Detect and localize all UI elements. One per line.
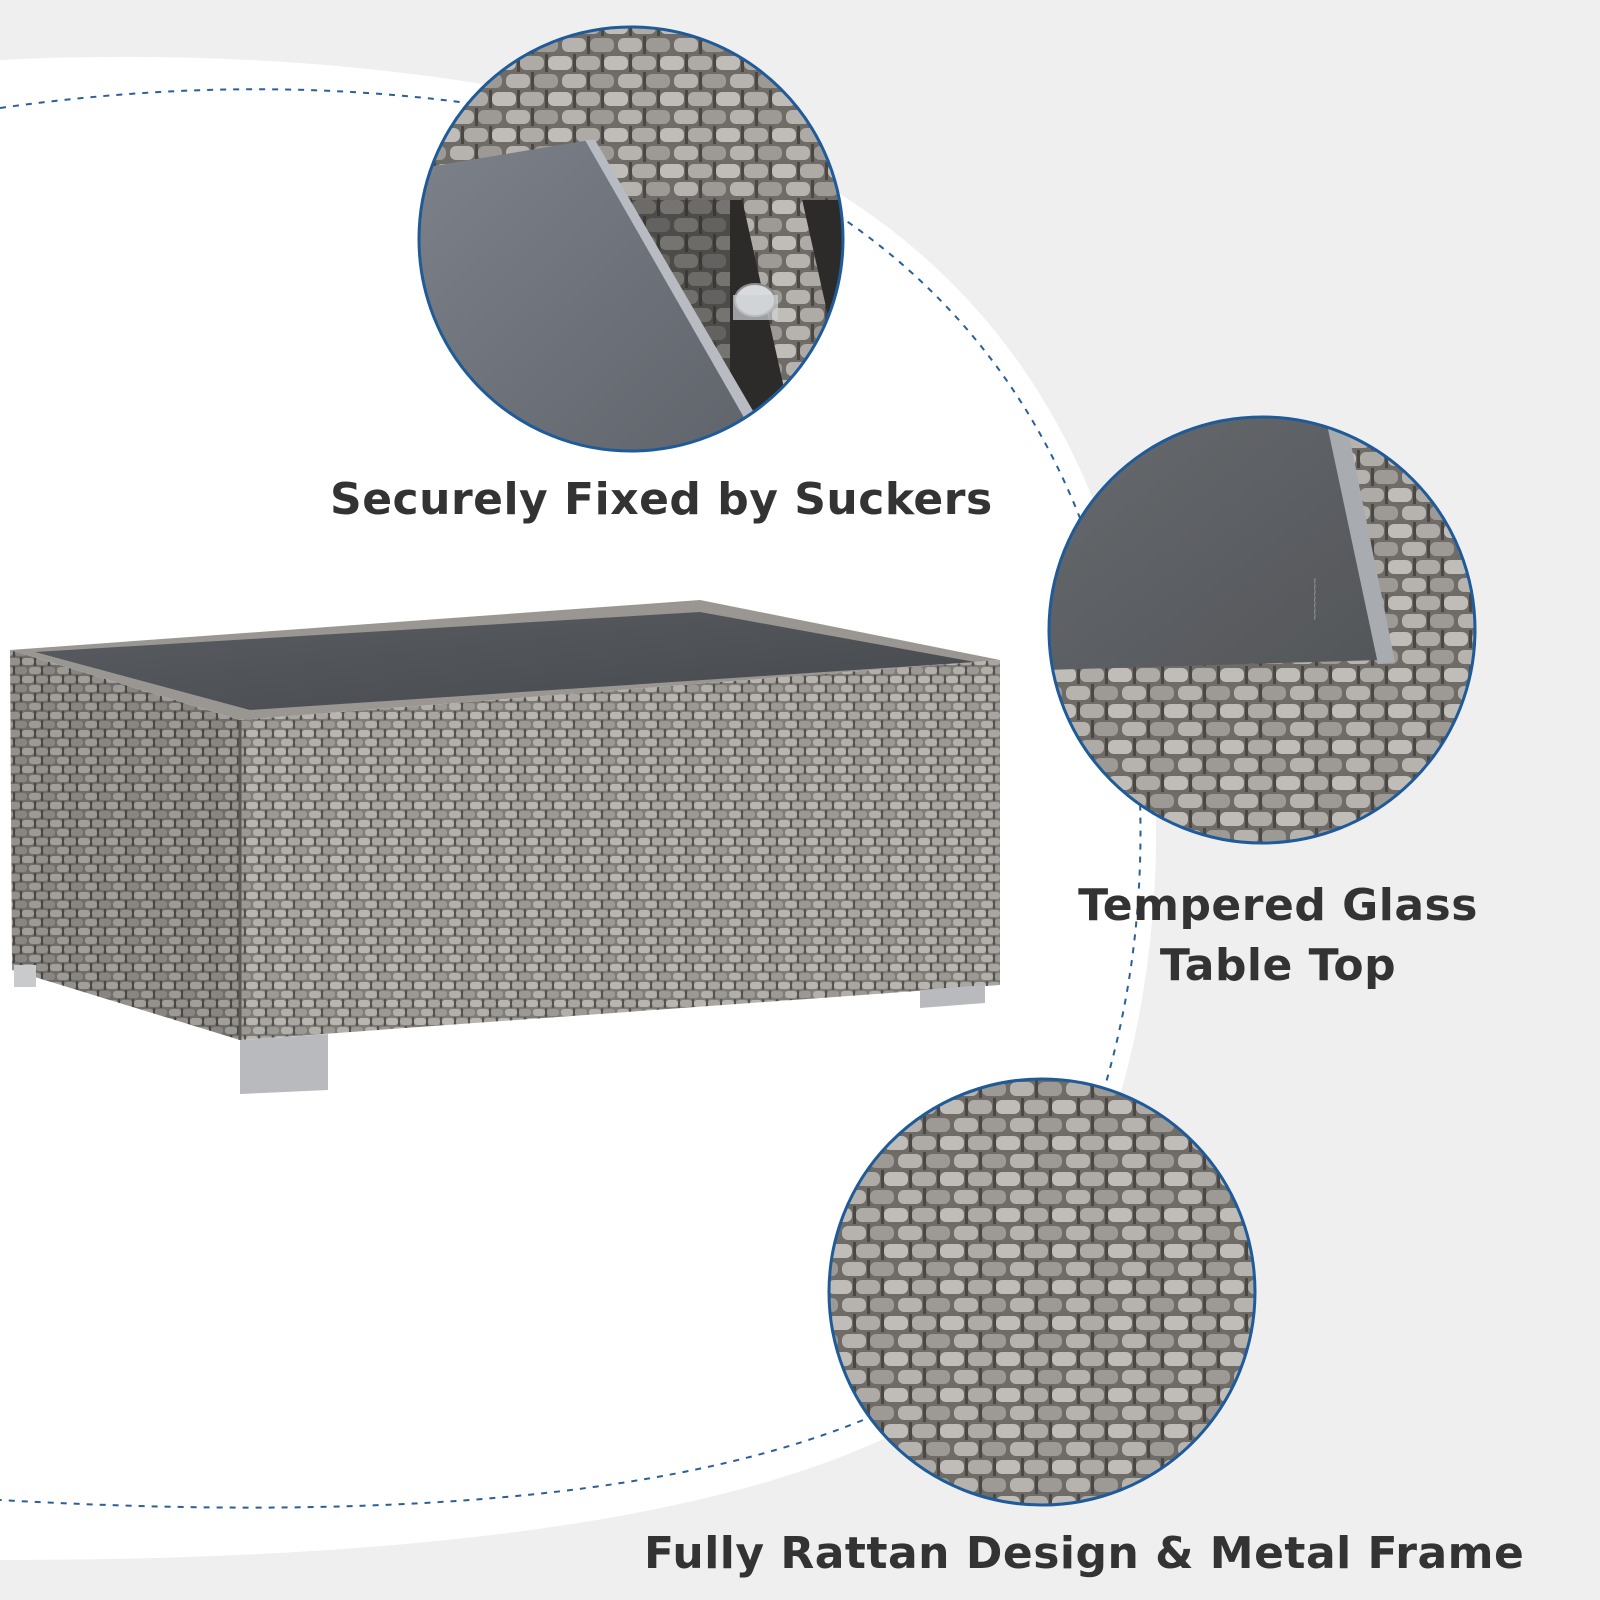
feature-caption-suckers: Securely Fixed by Suckers — [330, 474, 993, 525]
table-foot — [14, 965, 36, 987]
glass-corner-closeup-icon: ~~~~~~~ — [1047, 415, 1477, 845]
table-foot — [920, 985, 985, 1008]
table-foot — [240, 1034, 328, 1094]
feature-caption-glass-line2: Table Top — [1159, 940, 1397, 991]
wicker-coffee-table-icon — [10, 600, 1000, 1094]
feature-caption-glass: Tempered Glass Table Top — [1078, 876, 1478, 996]
feature-caption-rattan: Fully Rattan Design & Metal Frame — [644, 1528, 1525, 1579]
rattan-weave-closeup-icon — [827, 1077, 1257, 1507]
svg-text:~~~~~~~: ~~~~~~~ — [1310, 578, 1321, 620]
feature-caption-glass-line1: Tempered Glass — [1078, 880, 1478, 931]
glass-lid-sucker-closeup-icon — [417, 25, 845, 453]
